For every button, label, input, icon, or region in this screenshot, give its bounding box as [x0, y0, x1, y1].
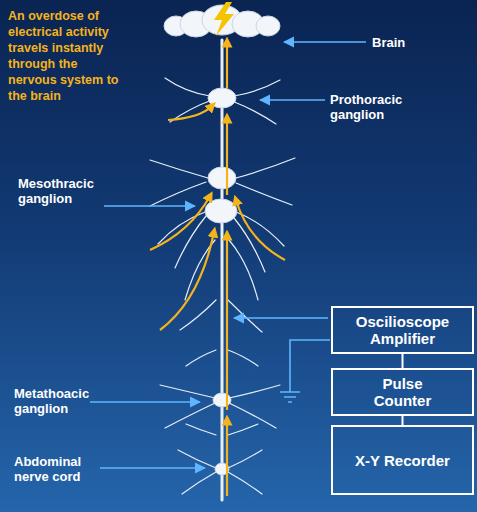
signal-arrow — [168, 106, 212, 120]
probe-arrow — [234, 317, 328, 319]
ganglion — [213, 393, 231, 407]
lightning-bolt — [214, 2, 234, 36]
instrument-box: X-Y Recorder — [331, 425, 474, 495]
signal-arrow — [226, 118, 228, 195]
ganglia — [205, 88, 237, 475]
ganglion — [208, 167, 236, 189]
leader-arrow — [284, 41, 366, 43]
part-label: Mesothracic ganglion — [18, 176, 110, 206]
nerve-branch — [186, 350, 258, 435]
signal-arrow — [226, 420, 228, 496]
connector-line — [402, 354, 404, 368]
leader-arrow — [104, 205, 195, 207]
ganglion — [205, 199, 237, 223]
signal-arrow — [226, 235, 228, 410]
part-label: Metathoacic ganglion — [14, 386, 109, 416]
box-text: Oscilioscope Amplifier — [353, 313, 452, 347]
part-label: Brain — [372, 35, 462, 50]
connector-line — [402, 416, 404, 425]
ground-symbol — [280, 340, 330, 402]
instrument-box: Pulse Counter — [331, 368, 474, 416]
signal-arrows — [150, 42, 285, 496]
nerve-branch — [160, 385, 280, 428]
leader-arrow — [90, 401, 200, 403]
part-label: Prothoracic ganglion — [330, 92, 430, 122]
leader-arrow — [100, 467, 205, 469]
signal-arrow — [150, 196, 210, 250]
box-text: Pulse Counter — [353, 375, 452, 409]
ground-mark — [280, 392, 300, 402]
signal-arrow — [160, 232, 214, 330]
instrument-box: Oscilioscope Amplifier — [331, 306, 474, 354]
nerve-branch — [178, 450, 262, 494]
nerve-branches — [150, 40, 295, 500]
nerve-cord — [221, 40, 224, 500]
nerve-branch — [165, 78, 280, 124]
leader-arrows — [90, 42, 366, 468]
ganglion — [208, 88, 236, 108]
part-label: Abdominal nerve cord — [14, 454, 106, 484]
brain-lobe — [256, 16, 280, 36]
signal-arrow — [236, 200, 285, 260]
leader-arrow — [260, 99, 325, 101]
ground-wire — [290, 340, 330, 392]
note-text: An overdose of electrical activity trave… — [8, 8, 126, 104]
signal-arrow — [226, 42, 228, 88]
box-text: X-Y Recorder — [355, 452, 450, 469]
